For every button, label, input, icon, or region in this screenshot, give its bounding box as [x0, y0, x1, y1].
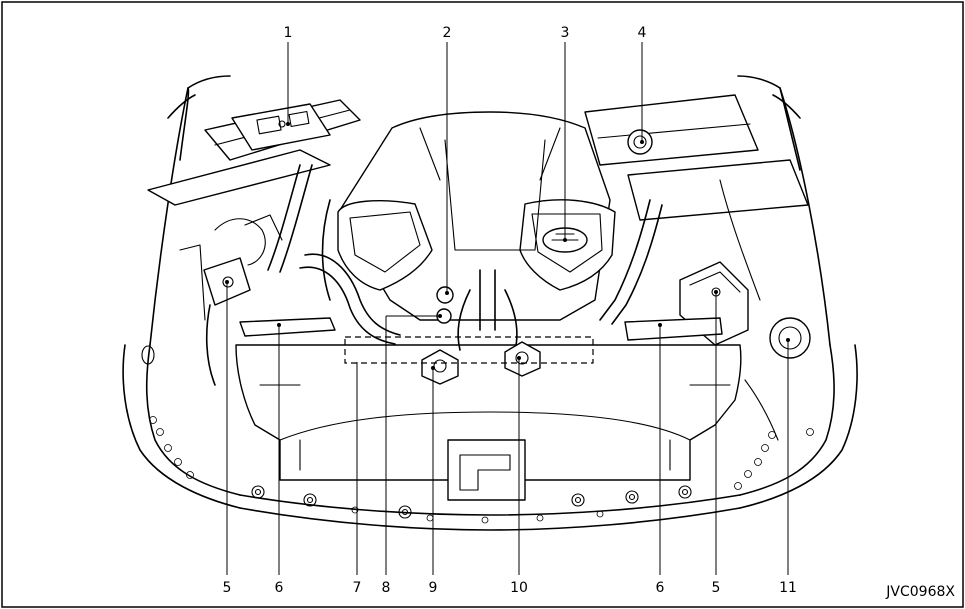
- item-6-right-bracket: [624, 317, 723, 341]
- callout-labels: 1 2 3 4 5 6 7 8 9 10 6 5 11 JVC0968X: [223, 25, 956, 600]
- engine-cover: [337, 111, 616, 321]
- mounting-bolts: [149, 416, 814, 524]
- leader-lines: [225, 42, 790, 575]
- item-7-dashed-area: [344, 336, 594, 364]
- callout-4: 4: [638, 25, 647, 41]
- callout-3: 3: [561, 25, 570, 41]
- item-10-cap: [504, 341, 541, 377]
- item-8-cap: [436, 286, 454, 324]
- callout-9: 9: [429, 580, 438, 596]
- callout-7: 7: [353, 580, 362, 596]
- callout-6-left: 6: [275, 580, 284, 596]
- callout-5-left: 5: [223, 580, 232, 596]
- callout-6-right: 6: [656, 580, 665, 596]
- engine-bay-illustration: [122, 75, 858, 531]
- callout-5-right: 5: [712, 580, 721, 596]
- item-11-washer-tank: [769, 317, 811, 359]
- callout-1: 1: [284, 25, 293, 41]
- callout-10: 10: [510, 580, 528, 596]
- item-6-left-bracket: [239, 317, 336, 337]
- item-1-battery: [231, 103, 331, 151]
- item-9-cap: [421, 349, 459, 385]
- callout-2: 2: [443, 25, 452, 41]
- figure-code: JVC0968X: [885, 584, 955, 600]
- callout-11: 11: [779, 580, 797, 596]
- callout-8: 8: [382, 580, 391, 596]
